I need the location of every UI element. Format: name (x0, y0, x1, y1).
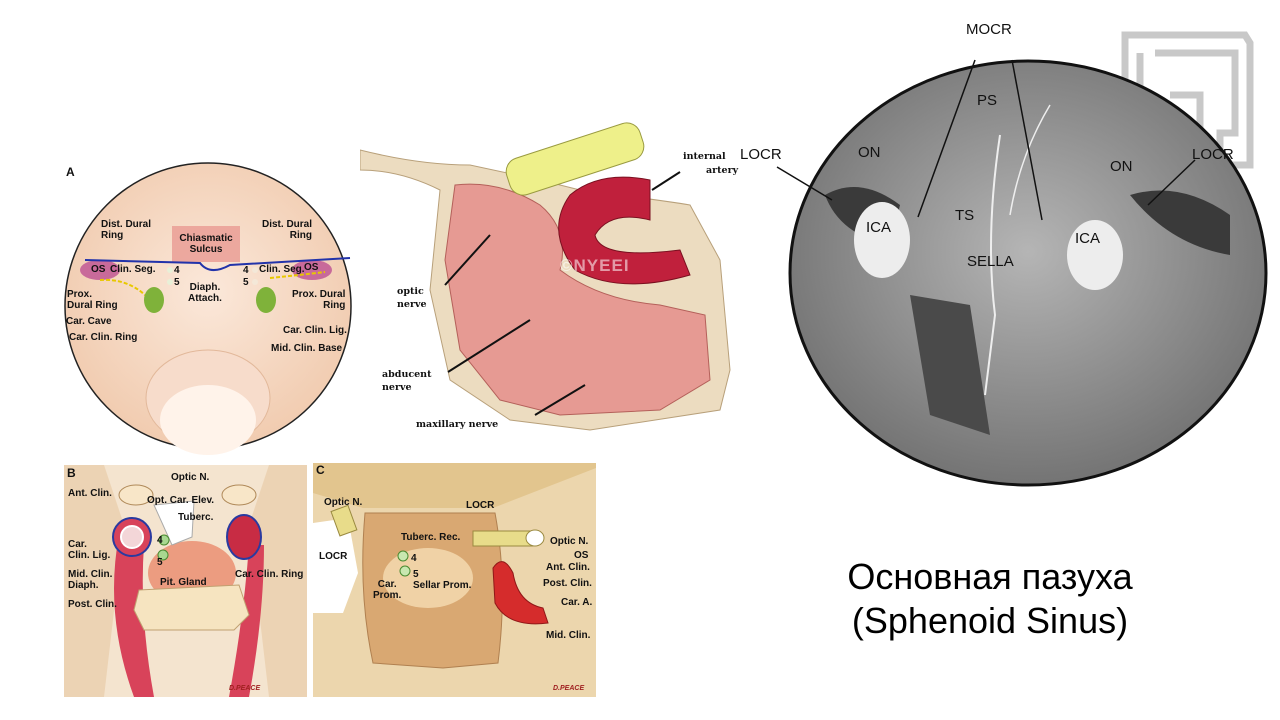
label: Car. Clin. Ring (235, 569, 304, 580)
label-ica-left: ICA (866, 219, 892, 236)
label: Car. Clin. Ring (69, 332, 138, 343)
label: 5 (413, 569, 419, 580)
panel-letter: A (66, 165, 75, 179)
label: OS (574, 550, 589, 561)
label: 5 (157, 557, 163, 568)
label: Car. Cave (66, 316, 112, 327)
label: OS (91, 264, 106, 275)
label: Mid. Clin. (68, 569, 113, 580)
label-ts: TS (955, 207, 975, 224)
label: Tuberc. Rec. (401, 532, 461, 543)
label: Ant. Clin. (546, 562, 590, 573)
label: 5 (243, 277, 249, 288)
slide-title-russian: Основная пазуха (847, 556, 1133, 597)
figure-panel-sinus-lateral: internal artery optic nerve abducent ner… (360, 110, 740, 440)
panel-letter: B (67, 466, 76, 480)
label: Chiasmatic Sulcus (179, 233, 233, 255)
label: Clin. Seg. (259, 264, 305, 275)
label: 5 (174, 277, 180, 288)
panel-letter: C (316, 463, 325, 477)
label: Car. A. (561, 597, 593, 608)
label: Car. Prom. (373, 579, 402, 601)
label: Post. Clin. (543, 578, 592, 589)
label: Mid. Clin. (546, 630, 591, 641)
label-locr-left: LOCR (740, 146, 782, 163)
label: Optic N. (171, 472, 210, 483)
label-abducent-nerve: abducent nerve (382, 369, 432, 393)
label-maxillary-nerve: maxillary nerve (416, 419, 499, 430)
label: OS (304, 262, 319, 273)
label: Tuberc. (178, 512, 214, 523)
label: Opt. Car. Elev. (147, 495, 215, 506)
label-artery: artery (706, 165, 739, 176)
figure-panel-endoscopic: MOCR PS LOCR ON ON LOCR ICA TS ICA SELLA (730, 15, 1270, 490)
label: Clin. Seg. (110, 264, 156, 275)
label-sella: SELLA (967, 253, 1014, 270)
figure-panel-a: A Dist. Dural Ring Chiasmatic Sulcus Dis… (60, 160, 360, 455)
label: Prox. Dural Ring (67, 289, 118, 311)
label: Optic N. (550, 536, 589, 547)
label-optic-nerve: optic nerve (397, 286, 427, 310)
label: 4 (174, 265, 180, 276)
label: Diaph. Attach. (188, 282, 222, 304)
label: Post. Clin. (68, 599, 117, 610)
label-on-left: ON (858, 144, 881, 161)
watermark: ©NYEEI (560, 256, 630, 275)
endoscopic-illustration (776, 31, 1268, 487)
panel-b-illustration (64, 465, 307, 697)
figure-panel-c: C Optic N. LOCR Tuberc. Rec. Optic N. LO… (313, 463, 596, 697)
panel-a-illustration (64, 162, 352, 455)
label: Dist. Dural Ring (101, 219, 152, 241)
label: Pit. Gland (160, 577, 207, 588)
label-internal: internal (683, 151, 726, 162)
sinus-lateral-illustration (360, 122, 731, 431)
slide-title: Основная пазуха (Sphenoid Sinus) (790, 555, 1190, 643)
label: Prox. Dural Ring (292, 289, 346, 311)
label: 4 (157, 535, 163, 546)
label: Car. Clin. Lig. (283, 325, 347, 336)
label: Diaph. (68, 580, 99, 591)
label: Sellar Prom. (413, 580, 472, 591)
slide-title-english: (Sphenoid Sinus) (851, 600, 1129, 641)
label-ica-right: ICA (1075, 230, 1101, 247)
label-locr-right: LOCR (1192, 146, 1234, 163)
label-on-right: ON (1110, 158, 1133, 175)
label-ps: PS (977, 92, 998, 109)
artist-signature: D.PEACE (229, 685, 261, 692)
label: Car. Clin. Lig. (68, 539, 111, 561)
panel-c-illustration (313, 463, 596, 669)
label: Dist. Dural Ring (262, 219, 313, 241)
artist-signature: D.PEACE (553, 685, 585, 692)
label: Mid. Clin. Base (271, 343, 343, 354)
label: 4 (243, 265, 249, 276)
figure-panel-b: B Optic N. Ant. Clin. Opt. Car. Elev. Tu… (64, 465, 307, 697)
label: 4 (411, 553, 417, 564)
label: LOCR (466, 500, 495, 511)
label-mocr: MOCR (966, 21, 1012, 38)
label: LOCR (319, 551, 348, 562)
label: Optic N. (324, 497, 363, 508)
label: Ant. Clin. (68, 488, 112, 499)
